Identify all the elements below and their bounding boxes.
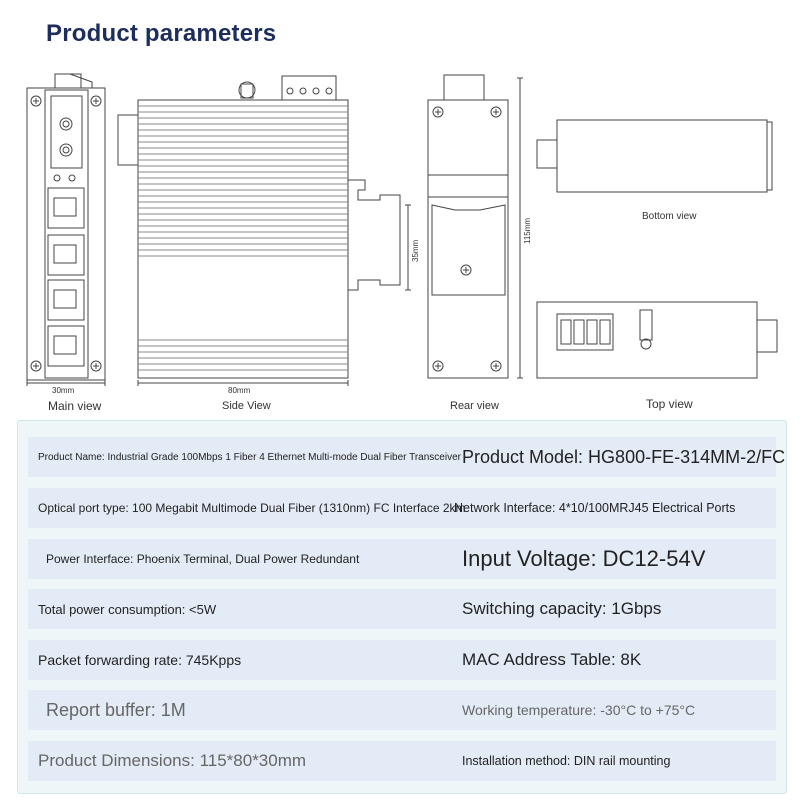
- spec-label: Product Dimensions: 115*80*30mm: [38, 751, 307, 770]
- top-view-label: Top view: [646, 397, 693, 411]
- spec-row: Packet forwarding rate: 745Kpps MAC Addr…: [28, 640, 776, 680]
- bottom-view-label: Bottom view: [642, 211, 697, 222]
- spec-value: Product Model: HG800-FE-314MM-2/FC: [462, 446, 786, 467]
- spec-row: Total power consumption: <5W Switching c…: [28, 589, 776, 629]
- rear-view-drawing: [427, 74, 523, 379]
- spec-label: Report buffer: 1M: [46, 699, 186, 720]
- page-title: Product parameters: [46, 20, 277, 47]
- spec-label: Product Name: Industrial Grade 100Mbps 1…: [38, 451, 461, 463]
- spec-label: Packet forwarding rate: 745Kpps: [38, 652, 242, 668]
- side-view-drawing: [117, 75, 411, 386]
- spec-row: Report buffer: 1M Working temperature: -…: [28, 690, 776, 730]
- spec-row: Product Dimensions: 115*80*30mm Installa…: [28, 741, 776, 781]
- main-view-label: Main view: [48, 399, 102, 413]
- spec-label: Optical port type: 100 Megabit Multimode…: [38, 501, 466, 515]
- bottom-view-drawing: [536, 119, 773, 193]
- dim-main-width: 30mm: [52, 386, 75, 395]
- spec-row: Product Name: Industrial Grade 100Mbps 1…: [28, 437, 786, 477]
- side-view-label: Side View: [222, 400, 271, 412]
- spec-value: Input Voltage: DC12-54V: [462, 546, 706, 571]
- spec-row: Power Interface: Phoenix Terminal, Dual …: [28, 539, 776, 579]
- spec-label: Total power consumption: <5W: [38, 601, 217, 617]
- rear-view-label: Rear view: [450, 400, 499, 412]
- spec-value: Working temperature: -30°C to +75°C: [462, 702, 696, 718]
- top-view-drawing: [536, 301, 778, 379]
- spec-value: Switching capacity: 1Gbps: [462, 599, 662, 618]
- dim-rail-height: 35mm: [411, 239, 420, 262]
- dim-height: 115mm: [523, 218, 532, 244]
- spec-table: Product Name: Industrial Grade 100Mbps 1…: [17, 420, 787, 794]
- spec-value: Installation method: DIN rail mounting: [462, 754, 671, 768]
- spec-label: Power Interface: Phoenix Terminal, Dual …: [46, 552, 360, 566]
- spec-value: MAC Address Table: 8K: [462, 650, 642, 669]
- spec-row: Optical port type: 100 Megabit Multimode…: [28, 488, 776, 528]
- spec-value: Network Interface: 4*10/100MRJ45 Electri…: [454, 501, 736, 515]
- technical-drawings: 30mm 80mm 35mm 115mm: [26, 73, 778, 395]
- main-view-drawing: [26, 73, 106, 386]
- dim-side-width: 80mm: [228, 386, 251, 395]
